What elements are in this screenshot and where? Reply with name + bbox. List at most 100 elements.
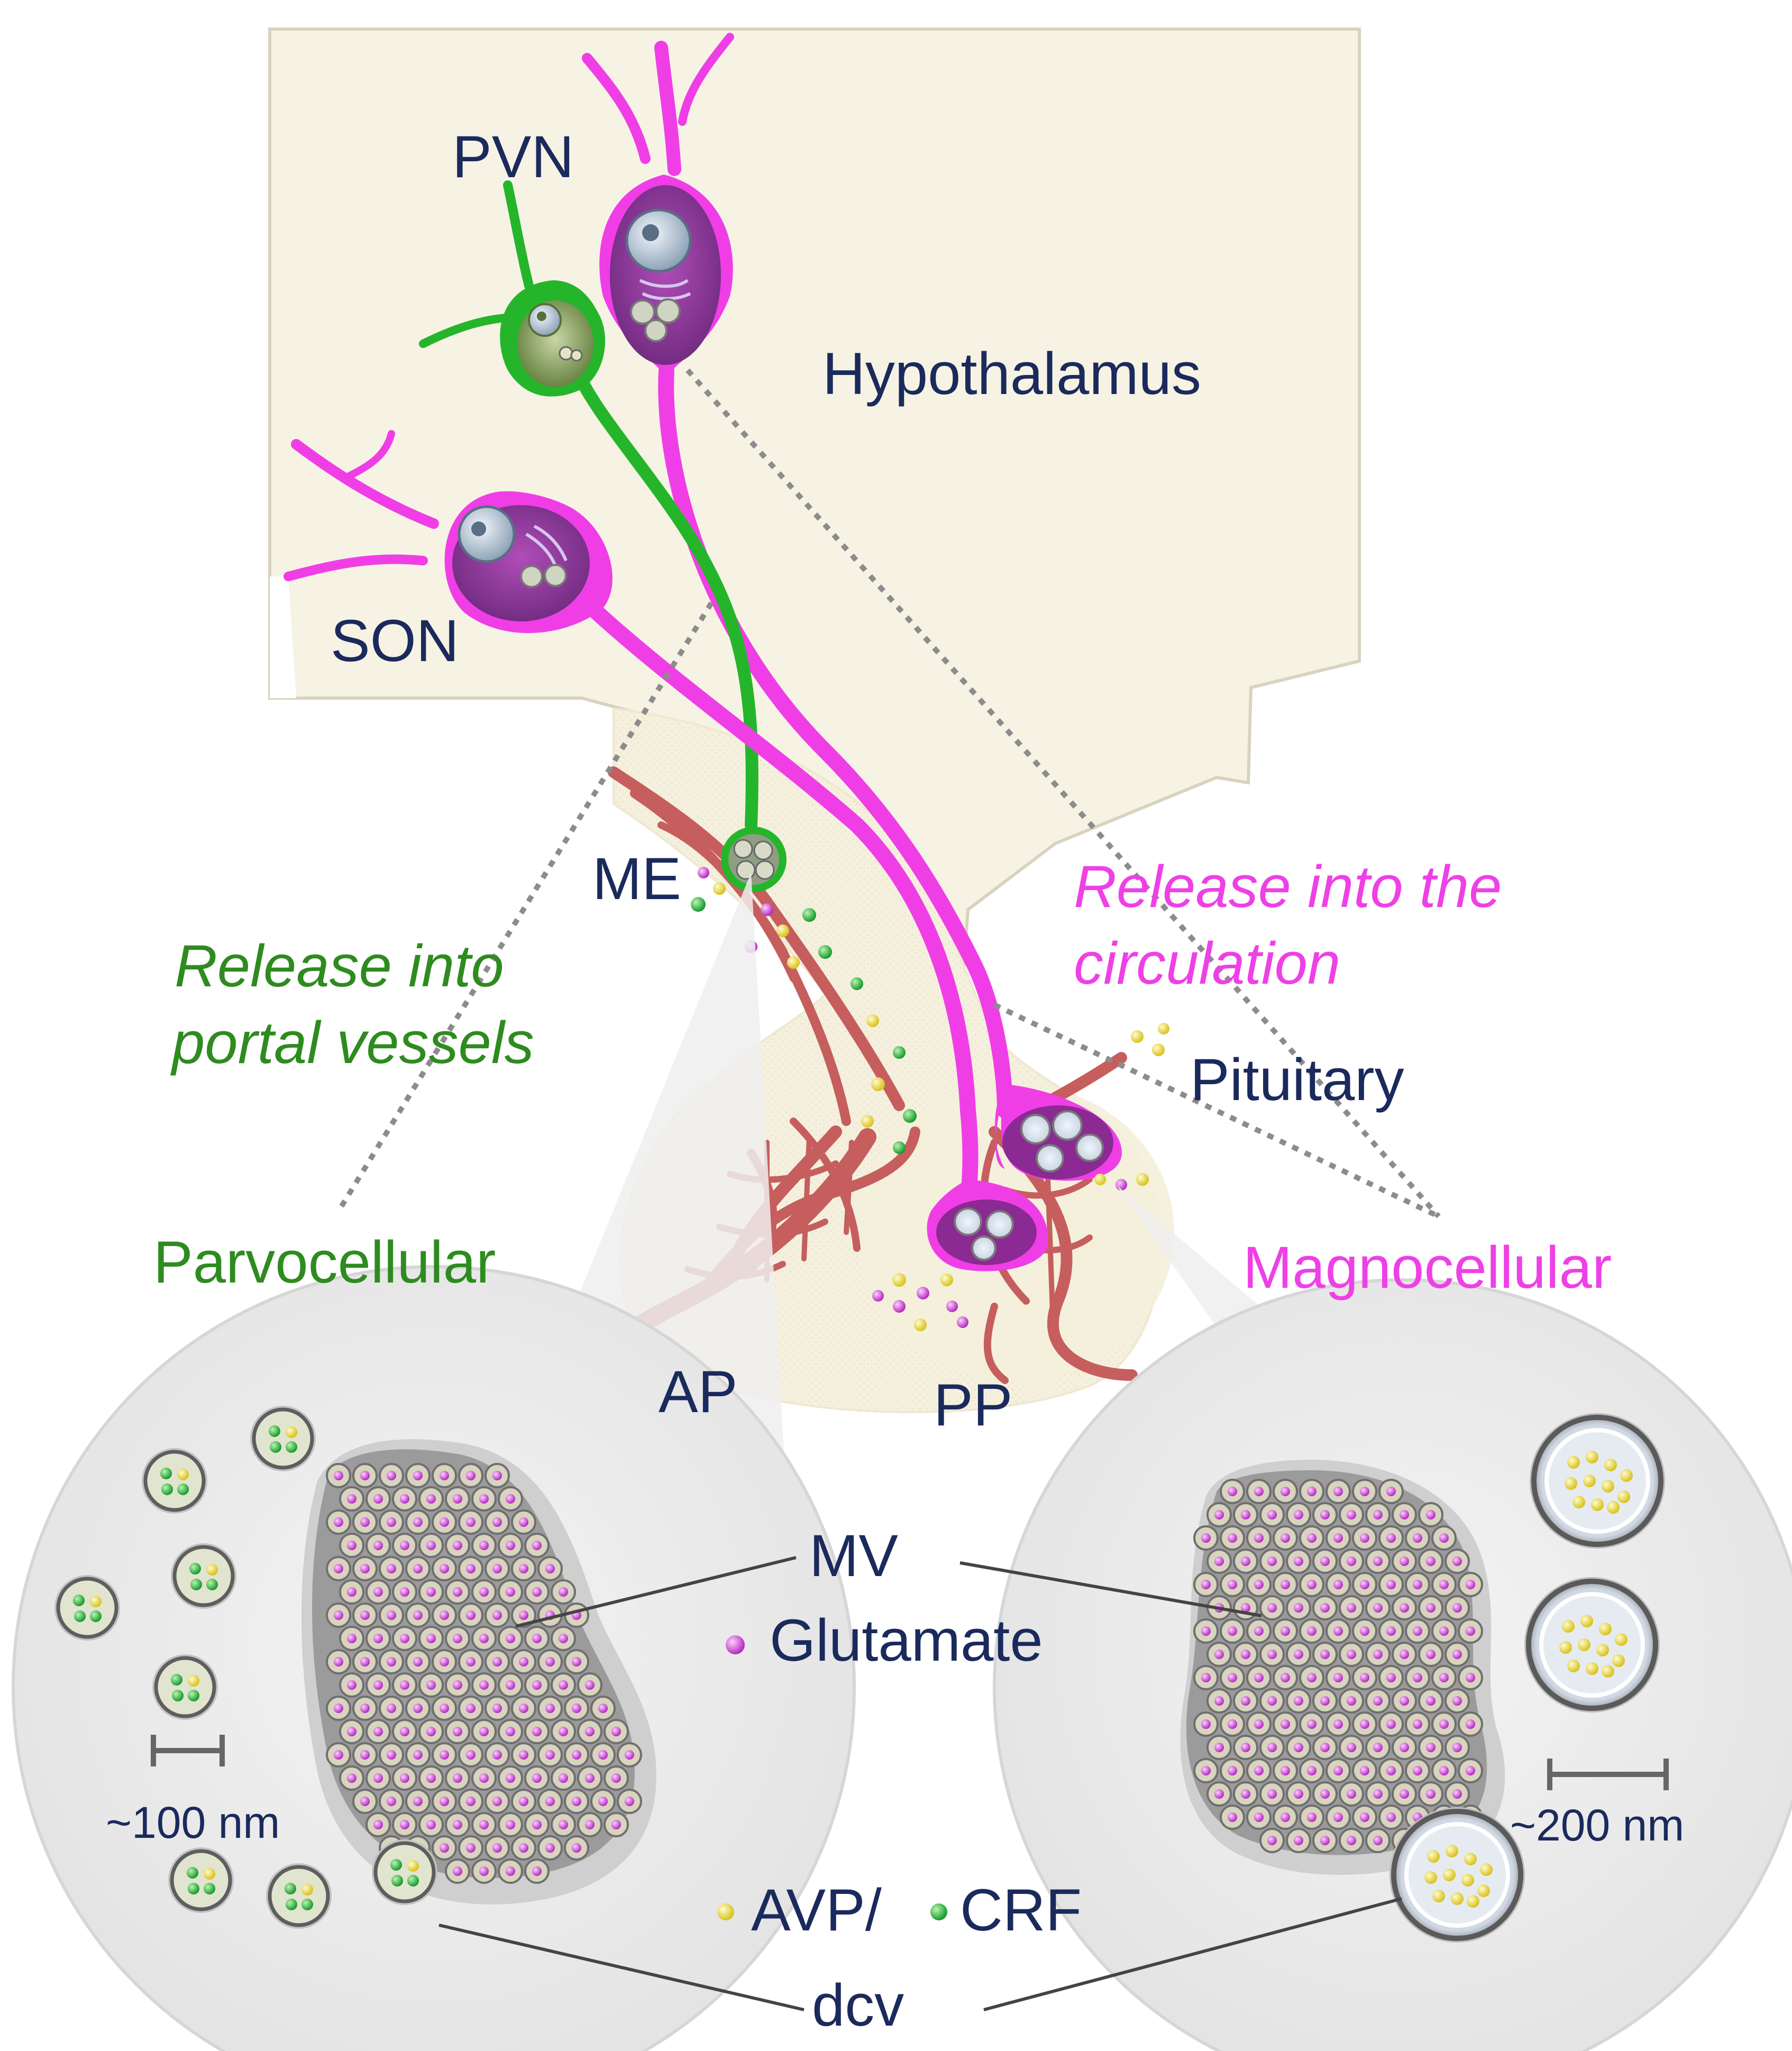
- label-pvn: PVN: [452, 124, 574, 190]
- glutamate-dot: [532, 1773, 542, 1783]
- crf-dot: [270, 1441, 281, 1453]
- dcv-core: [1539, 1592, 1645, 1698]
- glutamate-dot: [519, 1750, 528, 1760]
- crf-dot: [285, 1883, 296, 1894]
- glutamate-dot: [466, 1657, 476, 1667]
- avp-dot: [1565, 1477, 1577, 1490]
- glutamate-dot: [1307, 1673, 1316, 1682]
- crf-dot: [269, 1425, 280, 1437]
- glutamate-dot: [1386, 1766, 1396, 1775]
- glutamate-dot: [1466, 1580, 1475, 1589]
- pvn-parvocellular-neuron: [419, 180, 758, 831]
- label-ap: AP: [659, 1359, 737, 1425]
- glutamate-dot: [1373, 1556, 1383, 1566]
- glutamate-dot: [492, 1797, 502, 1806]
- glutamate-dot: [1439, 1580, 1449, 1589]
- glutamate-dot: [1347, 1696, 1356, 1706]
- glutamate-dot: [1333, 1673, 1343, 1682]
- glutamate-dot: [1307, 1533, 1316, 1543]
- avp-dot: [301, 1884, 313, 1896]
- avp-dot: [1572, 1496, 1585, 1508]
- glutamate-dot: [426, 1494, 436, 1504]
- posterior-pituitary-terminal-lower: [927, 1179, 1048, 1271]
- glutamate-dot: [1267, 1789, 1277, 1799]
- avp-dot: [90, 1596, 102, 1607]
- glutamate-dot: [453, 1820, 462, 1829]
- glutamate-dot: [1281, 1673, 1290, 1682]
- magno-dcv-group: [1389, 1413, 1665, 1943]
- glutamate-dot: [479, 1541, 489, 1550]
- glutamate-dot: [479, 1587, 489, 1597]
- glutamate-dot: [1373, 1836, 1383, 1845]
- glutamate-dot: [492, 1471, 502, 1480]
- glutamate-dot: [1347, 1510, 1356, 1519]
- glutamate-dot: [360, 1797, 370, 1806]
- glutamate-dot: [426, 1587, 436, 1597]
- glutamate-dot: [466, 1843, 476, 1853]
- glutamate-dot: [1214, 1650, 1224, 1659]
- glutamate-dot: [1294, 1696, 1303, 1706]
- glutamate-dot: [387, 1704, 396, 1713]
- glutamate-dot: [1201, 1626, 1211, 1636]
- crf-legend-dot: [930, 1903, 947, 1920]
- glutamate-dot: [1254, 1580, 1264, 1589]
- label-scale-200nm: ~200 nm: [1510, 1800, 1684, 1850]
- glutamate-dot: [334, 1564, 343, 1573]
- glutamate-dot: [413, 1517, 423, 1527]
- glutamate-dot: [572, 1843, 581, 1853]
- glutamate-dot: [585, 1820, 595, 1829]
- dcv: [56, 1577, 118, 1639]
- dcv: [252, 1407, 314, 1470]
- glutamate-dot: [585, 1773, 595, 1783]
- glutamate-dot: [1333, 1626, 1343, 1636]
- glutamate-dot: [572, 1657, 581, 1667]
- label-pituitary: Pituitary: [1190, 1047, 1404, 1113]
- glutamate-dot: [519, 1797, 528, 1806]
- crf-dot: [171, 1674, 182, 1686]
- glutamate-dot: [1228, 1533, 1237, 1543]
- glutamate-dot: [1241, 1603, 1250, 1613]
- glutamate-dot: [532, 1587, 542, 1597]
- glutamate-dot: [440, 1797, 449, 1806]
- crf-dot: [301, 1899, 313, 1910]
- glutamate-dot: [1452, 1603, 1462, 1613]
- glutamate-dot: [426, 1820, 436, 1829]
- glutamate-dot: [1426, 1510, 1436, 1519]
- glutamate-dot: [347, 1587, 356, 1597]
- glutamate-dot: [1333, 1487, 1343, 1496]
- label-magnocellular: Magnocellular: [1243, 1234, 1612, 1301]
- label-release-portal-2: portal vessels: [170, 1010, 534, 1076]
- glutamate-dot: [1228, 1673, 1237, 1682]
- glutamate-dot: [1307, 1766, 1316, 1775]
- avp-dot: [1480, 1863, 1493, 1876]
- crf-dot: [190, 1579, 202, 1590]
- glutamate-dot: [559, 1727, 568, 1736]
- glutamate-dot: [453, 1866, 462, 1876]
- glutamate-dot: [413, 1471, 423, 1480]
- glutamate-dot: [1320, 1650, 1330, 1659]
- glutamate-dot: [466, 1750, 476, 1760]
- glutamate-dot: [1267, 1556, 1277, 1566]
- glutamate-dot: [360, 1657, 370, 1667]
- glutamate-dot: [479, 1727, 489, 1736]
- glutamate-dot: [1360, 1580, 1369, 1589]
- glutamate-dot: [334, 1750, 343, 1760]
- glutamate-dot: [360, 1750, 370, 1760]
- glutamate-dot: [559, 1587, 568, 1597]
- son-magnocellular-neuron: [284, 430, 979, 1219]
- glutamate-dot: [1400, 1510, 1409, 1519]
- glutamate-dot: [400, 1494, 409, 1504]
- label-avp: AVP/: [751, 1877, 882, 1943]
- glutamate-dot: [1320, 1556, 1330, 1566]
- glutamate-dot: [479, 1494, 489, 1504]
- glutamate-dot: [479, 1866, 489, 1876]
- glutamate-dot: [1320, 1743, 1330, 1752]
- glutamate-dot: [334, 1704, 343, 1713]
- glutamate-dot: [453, 1773, 462, 1783]
- glutamate-dot: [1360, 1626, 1369, 1636]
- glutamate-dot: [598, 1704, 608, 1713]
- glutamate-dot: [1254, 1766, 1264, 1775]
- avp-dot: [1451, 1892, 1464, 1905]
- dcv-core: [1404, 1822, 1510, 1928]
- avp-dot: [1567, 1456, 1580, 1469]
